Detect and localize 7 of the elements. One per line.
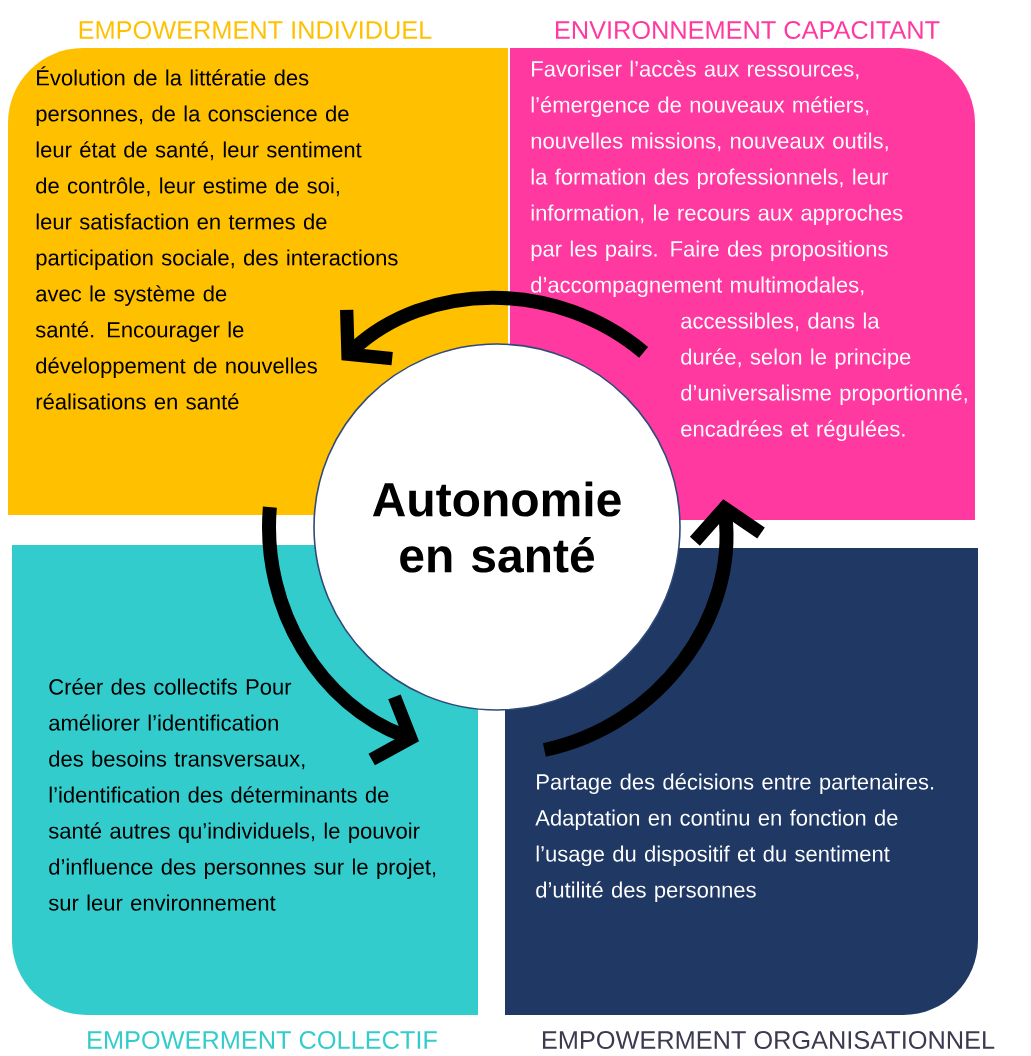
curved-arrow <box>542 499 765 757</box>
quadrant-heading: EMPOWERMENT COLLECTIF <box>88 1031 437 1049</box>
curved-arrow <box>340 290 648 366</box>
quadrant-heading: ENVIRONNEMENT CAPACITANT <box>556 21 940 39</box>
quadrant-heading: EMPOWERMENT ORGANISATIONNEL <box>543 1031 995 1049</box>
quadrant-heading: EMPOWERMENT INDIVIDUEL <box>79 21 432 39</box>
curved-arrow <box>262 506 419 766</box>
